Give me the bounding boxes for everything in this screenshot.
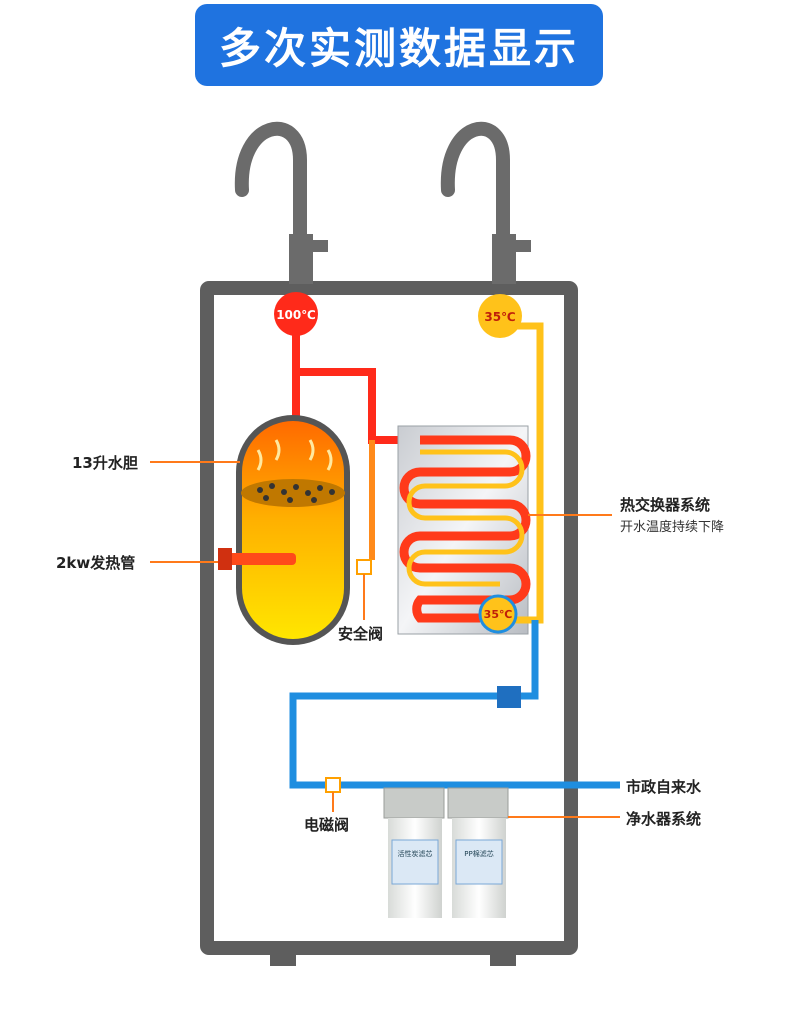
hot-water-pipe <box>292 330 420 560</box>
filter-right-label: PP棉滤芯 <box>464 849 493 858</box>
heat-exchanger-panel <box>397 425 531 635</box>
hot-water-tank <box>236 415 350 645</box>
title-text: 多次实测数据显示 <box>218 23 579 73</box>
exchanger-temp-badge: 35℃ <box>478 594 518 634</box>
warm-temp-badge: 35℃ <box>478 294 522 338</box>
hot-temp-badge: 100℃ <box>274 292 318 336</box>
pipe-junction <box>497 686 521 708</box>
warm-faucet <box>440 121 531 284</box>
purifier-label: 净水器系统 <box>626 810 702 828</box>
tap-water-label: 市政自来水 <box>626 778 702 796</box>
callout-lines <box>150 461 620 818</box>
heat-exchanger-label: 热交换器系统 <box>620 496 711 514</box>
solenoid-valve-label: 电磁阀 <box>304 816 350 834</box>
safety-valve-label: 安全阀 <box>338 625 384 643</box>
svg-text:100℃: 100℃ <box>276 308 316 322</box>
cold-water-pipe <box>289 620 620 789</box>
title-banner: 多次实测数据显示 <box>195 4 603 86</box>
filter-left-label: 活性炭滤芯 <box>398 849 433 858</box>
svg-text:35℃: 35℃ <box>484 310 515 324</box>
solenoid-valve-icon <box>325 777 341 793</box>
tank-label: 13升水胆 <box>72 454 138 472</box>
svg-text:35℃: 35℃ <box>484 608 513 621</box>
heater-label: 2kw发热管 <box>56 554 136 572</box>
heater-element <box>218 548 296 570</box>
filter-right: PP棉滤芯 <box>447 787 509 918</box>
hot-faucet <box>234 121 328 284</box>
safety-valve-icon <box>356 559 372 575</box>
heat-exchanger-sublabel: 开水温度持续下降 <box>620 520 725 535</box>
filter-left: 活性炭滤芯 <box>383 787 445 918</box>
cabinet-frame <box>200 281 578 966</box>
